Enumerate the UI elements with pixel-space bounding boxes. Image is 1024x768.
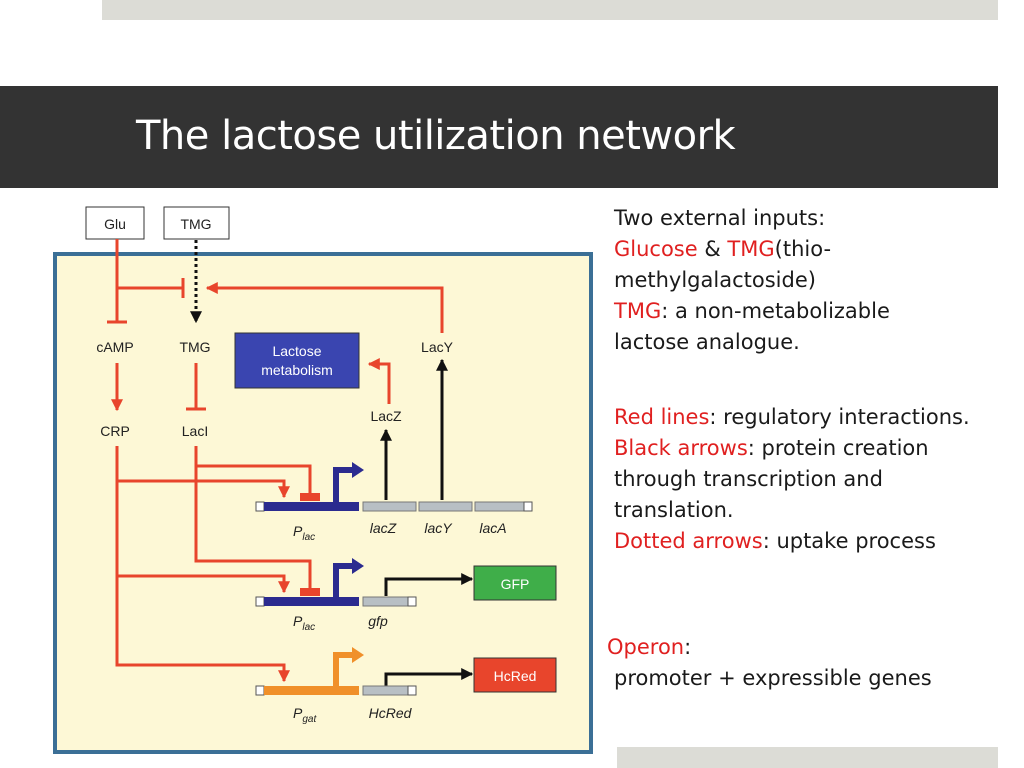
hcred-product-box bbox=[473, 657, 557, 693]
lacy-protein-label: LacY bbox=[421, 339, 454, 355]
glu-input-box bbox=[85, 206, 145, 240]
red-lines-desc: : regulatory interactions. bbox=[709, 405, 970, 429]
laci-plac2-line bbox=[194, 466, 312, 591]
lactose-metabolism-box bbox=[234, 332, 360, 389]
gene-lacy bbox=[418, 501, 473, 512]
lactose-metabolism-label-a: Lactose bbox=[272, 343, 321, 359]
operon-colon: : bbox=[684, 635, 692, 659]
laci-plac1-block bbox=[300, 493, 320, 501]
red-lines-line: Red lines: regulatory interactions. bbox=[614, 402, 970, 433]
operon1-left-cap bbox=[255, 501, 265, 512]
operon3-start-arrow bbox=[333, 652, 352, 686]
bottom-decor-bar bbox=[617, 747, 998, 768]
operon1-start-arrowhead bbox=[352, 462, 364, 478]
glucose-term: Glucose bbox=[614, 237, 698, 261]
crp-plac2-arrow bbox=[117, 574, 290, 594]
gene-hcred-label: HcRed bbox=[369, 705, 413, 721]
crp-pgat-arrow bbox=[115, 446, 290, 683]
tmg-expansion-a: (thio- bbox=[774, 237, 832, 261]
gene-lacz-label: lacZ bbox=[370, 520, 397, 536]
gene-gfp-label: gfp bbox=[368, 613, 388, 629]
slide-title: The lactose utilization network bbox=[136, 113, 736, 159]
tmg-label-term: TMG bbox=[614, 299, 662, 323]
operon3-start-arrowhead bbox=[352, 647, 364, 663]
tmg-input-box bbox=[163, 206, 230, 240]
operon-heading: Operon: bbox=[607, 632, 691, 663]
operon2-left-cap bbox=[255, 596, 265, 607]
tmg-desc-b: lactose analogue. bbox=[614, 330, 800, 354]
laci-label: LacI bbox=[182, 423, 208, 439]
black-arrows-term: Black arrows bbox=[614, 436, 748, 460]
red-lines-term: Red lines bbox=[614, 405, 710, 429]
glu-input-label: Glu bbox=[104, 216, 126, 232]
operon-term: Operon bbox=[607, 635, 685, 659]
dotted-arrows-term: Dotted arrows bbox=[614, 529, 763, 553]
black-arrows-line: Black arrows: protein creation bbox=[614, 433, 970, 464]
tmg-term: TMG bbox=[727, 237, 775, 261]
operon-desc: promoter + expressible genes bbox=[614, 666, 932, 690]
gene-gfp bbox=[362, 596, 409, 607]
operon2-start-arrow bbox=[333, 563, 352, 597]
operon-desc-block: promoter + expressible genes bbox=[614, 663, 932, 694]
camp-label: cAMP bbox=[96, 339, 133, 355]
gene-lacz bbox=[362, 501, 417, 512]
gene-laca-label: lacA bbox=[479, 520, 506, 536]
operon-note: Operon: bbox=[607, 632, 691, 663]
operon3-left-cap bbox=[255, 685, 265, 696]
tmg-desc-line: TMG: a non-metabolizable bbox=[614, 296, 890, 327]
gfp-product-label: GFP bbox=[501, 576, 530, 592]
tmg-expansion-b: methylgalactoside) bbox=[614, 268, 816, 292]
crp-label: CRP bbox=[100, 423, 130, 439]
lacz-protein-label: LacZ bbox=[370, 408, 402, 424]
operon2-right-cap bbox=[407, 596, 417, 607]
laci-plac2-block bbox=[300, 588, 320, 596]
hcred-product-label: HcRed bbox=[494, 668, 537, 684]
operon1-plac bbox=[264, 502, 359, 511]
tmg-input-label: TMG bbox=[180, 216, 211, 232]
hcred-production-arrow bbox=[384, 668, 474, 686]
lacz-metab-arrow bbox=[367, 358, 391, 404]
operon3-promoter-label: Pgat bbox=[293, 705, 317, 725]
inputs-heading: Two external inputs: bbox=[614, 206, 826, 230]
operon2-start-arrowhead bbox=[352, 558, 364, 574]
top-decor-bar bbox=[102, 0, 998, 20]
operon1-promoter-label: Plac bbox=[293, 523, 315, 543]
gfp-product-box bbox=[473, 565, 557, 601]
operon1-start-arrow bbox=[333, 467, 352, 502]
operon3-pgat bbox=[264, 686, 359, 695]
operon1-right-cap bbox=[523, 501, 533, 512]
gene-lacy-label: lacY bbox=[424, 520, 453, 536]
dotted-arrows-line: Dotted arrows: uptake process bbox=[614, 526, 970, 557]
black-arrows-desc-b: through transcription and bbox=[614, 467, 883, 491]
laci-plac1-line bbox=[194, 446, 312, 496]
gfp-production-arrow bbox=[384, 573, 474, 596]
black-arrows-desc-a: : protein creation bbox=[747, 436, 929, 460]
tmg-internal-label: TMG bbox=[179, 339, 210, 355]
lactose-metabolism-label-b: metabolism bbox=[261, 362, 333, 378]
amp-text: & bbox=[697, 237, 728, 261]
title-band: The lactose utilization network bbox=[0, 86, 998, 188]
gene-laca bbox=[474, 501, 525, 512]
operon3-right-cap bbox=[407, 685, 417, 696]
operon2-plac bbox=[264, 597, 359, 606]
lac-network-diagram: Glu TMG cAMP TMG CRP LacI LacZ La bbox=[53, 206, 593, 754]
legend-note: Red lines: regulatory interactions. Blac… bbox=[614, 402, 970, 557]
black-arrows-desc-c: translation. bbox=[614, 498, 734, 522]
lacy-uptake-line bbox=[205, 282, 444, 333]
tmg-desc-a: : a non-metabolizable bbox=[661, 299, 890, 323]
operon2-promoter-label: Plac bbox=[293, 613, 315, 633]
dotted-arrows-desc: : uptake process bbox=[762, 529, 936, 553]
gene-hcred bbox=[362, 685, 409, 696]
inputs-note: Two external inputs: Glucose & TMG(thio-… bbox=[614, 203, 890, 358]
inputs-line: Glucose & TMG(thio- bbox=[614, 234, 890, 265]
